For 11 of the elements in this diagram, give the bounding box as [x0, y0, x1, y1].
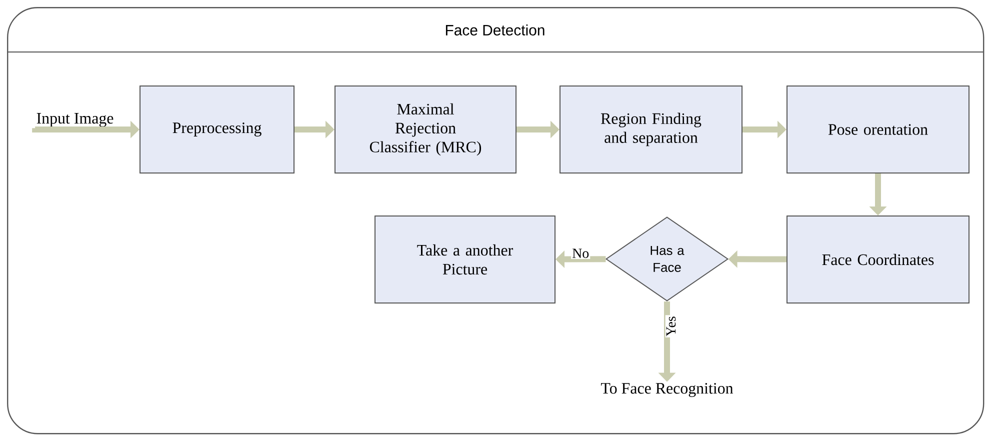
process-box: Face Coordinates — [786, 216, 970, 304]
process-box: Maximal Rejection Classifier (MRC) — [334, 86, 516, 174]
edge-label: Yes — [666, 316, 676, 336]
edge-label: No — [572, 248, 589, 258]
heading: Face Detection — [446, 24, 544, 36]
flow-text: Input Image — [36, 113, 114, 127]
flow-text: To Face Recognition — [601, 383, 734, 397]
process-box: Preprocessing — [140, 86, 294, 174]
process-box: Region Finding and separation — [560, 86, 742, 174]
process-box: Take a another Picture — [374, 216, 556, 304]
process-box: Pose orentation — [786, 86, 970, 174]
